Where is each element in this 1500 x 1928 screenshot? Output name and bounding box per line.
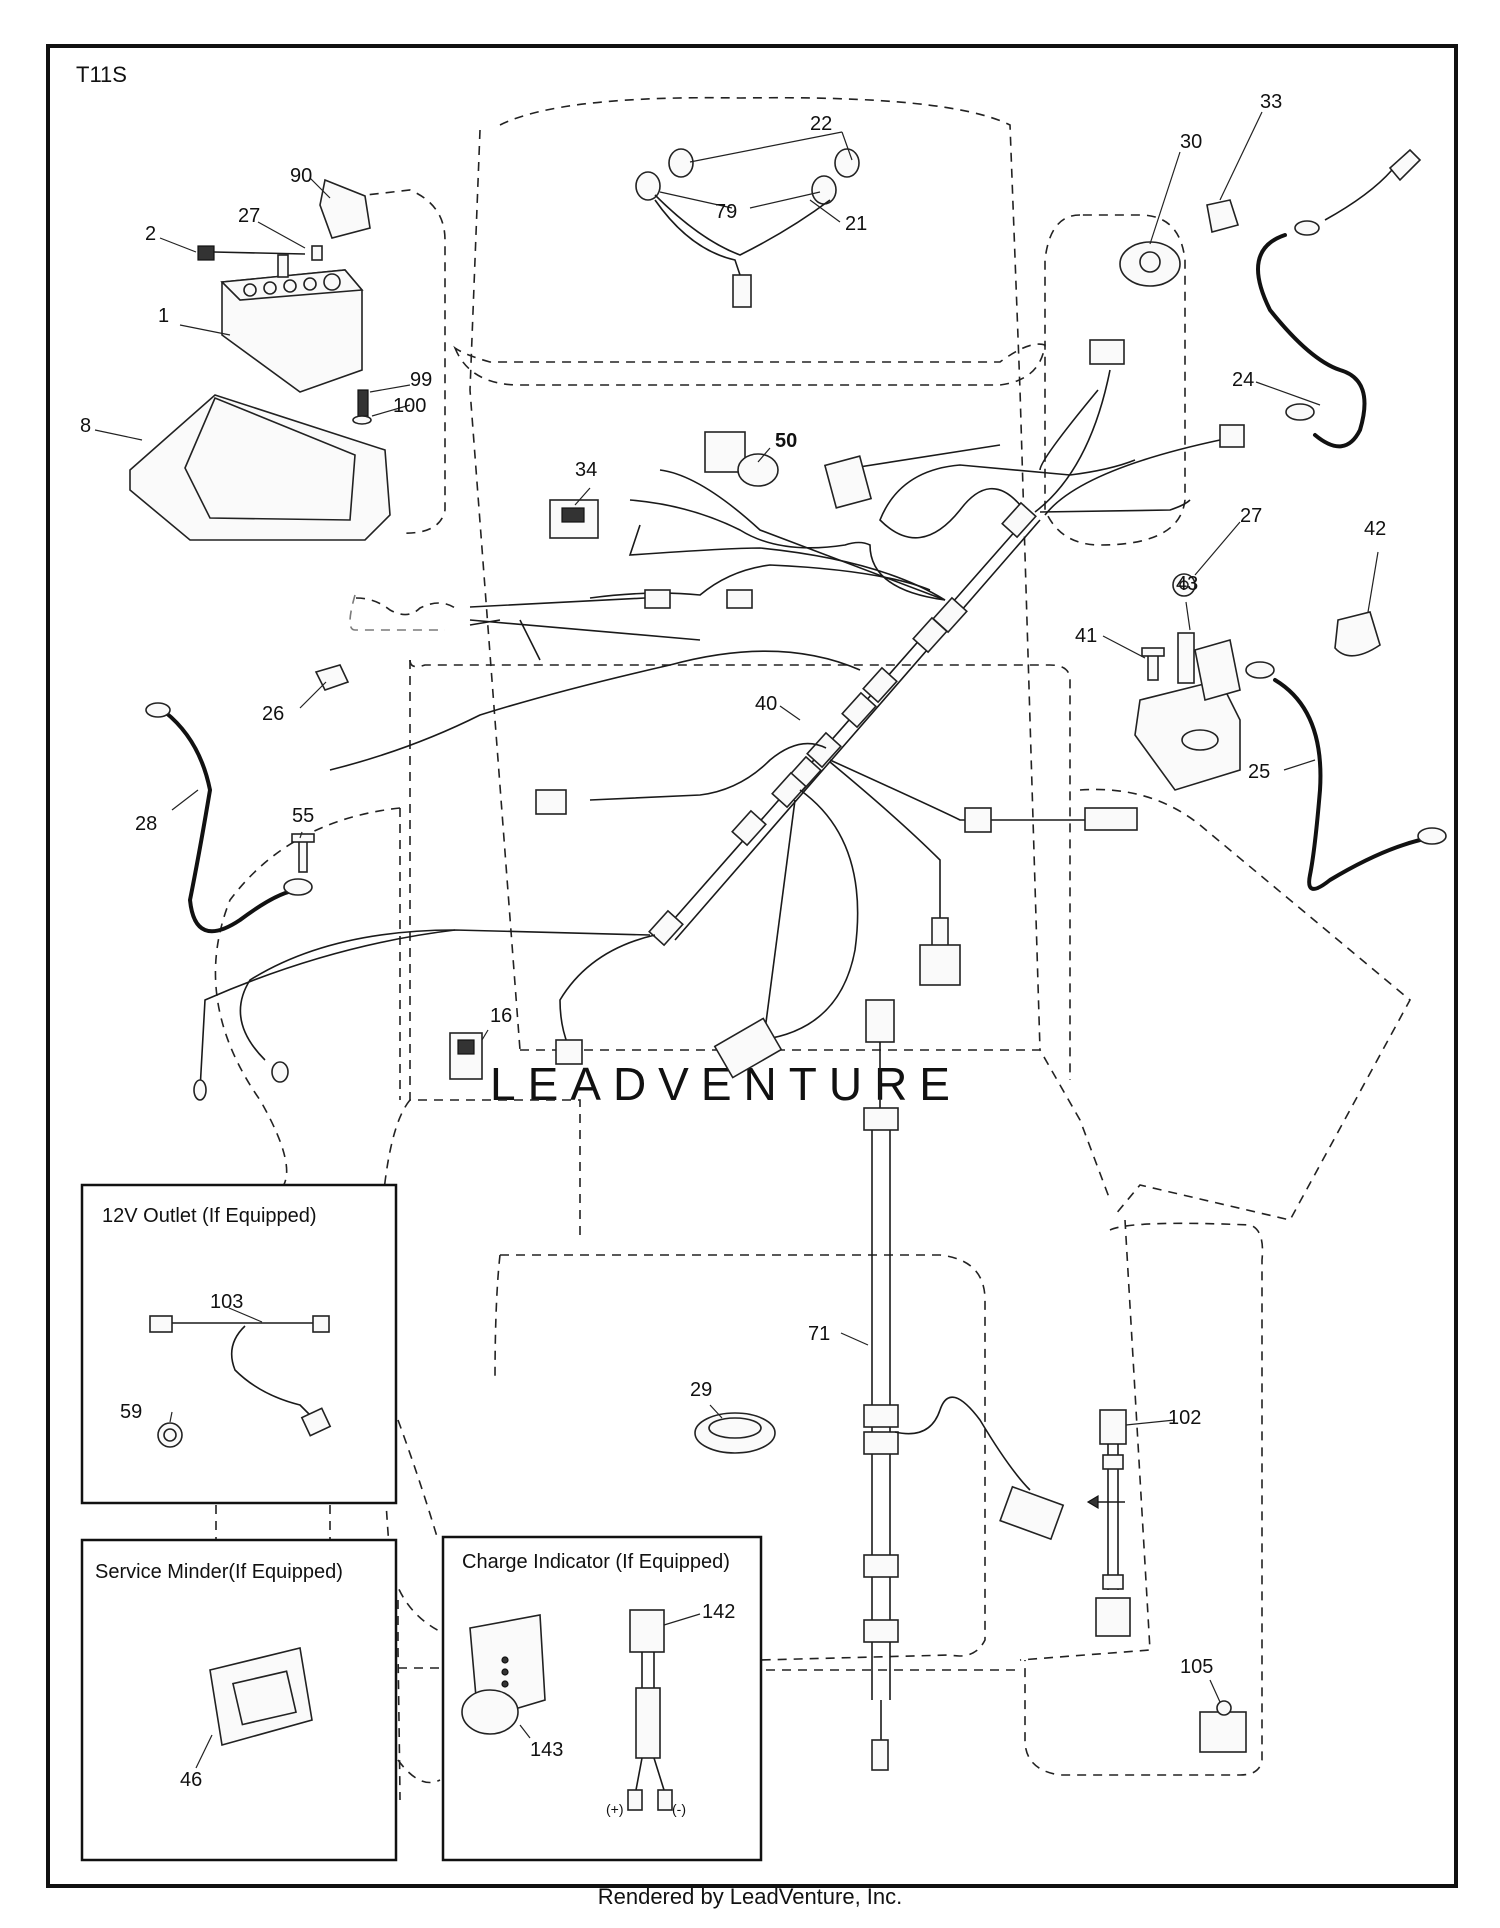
callout: 24	[1232, 369, 1254, 391]
outlet-box-title: 12V Outlet (If Equipped)	[102, 1205, 317, 1227]
callout: 30	[1180, 131, 1202, 153]
callout: 22	[810, 113, 832, 135]
callout: 143	[530, 1739, 563, 1761]
nut-27	[1172, 573, 1196, 597]
callout: 26	[262, 703, 284, 725]
harness-71	[863, 999, 1065, 1771]
battery-cable-25	[1245, 661, 1447, 891]
service-minder-box-title: Service Minder(If Equipped)	[95, 1561, 343, 1583]
lights-assembly	[635, 148, 860, 308]
callout: 55	[292, 805, 314, 827]
callout: 33	[1260, 91, 1282, 113]
interlock-switch-16	[449, 1032, 483, 1080]
fuse-26	[314, 664, 350, 691]
callout: 59	[120, 1401, 142, 1423]
chassis-outlines	[214, 96, 1412, 1801]
callout: 21	[845, 213, 867, 235]
callout: 99	[410, 369, 432, 391]
relay-105	[1199, 1700, 1247, 1753]
watermark: LEADVENTURE	[490, 1058, 962, 1110]
harness-102	[1086, 1409, 1131, 1637]
callout: 34	[575, 459, 597, 481]
callout: 27	[1240, 505, 1262, 527]
callout: 27	[238, 205, 260, 227]
callout: 79	[715, 201, 737, 223]
key	[1206, 199, 1240, 233]
ground-cable-28	[145, 702, 313, 934]
callout: 100	[393, 395, 426, 417]
ground-leads	[193, 1061, 289, 1101]
footer-credit: Rendered by LeadVenture, Inc.	[597, 1884, 903, 1909]
callout: 102	[1168, 1407, 1201, 1429]
callout: 25	[1248, 761, 1270, 783]
ignition-switch	[1119, 241, 1181, 287]
callout: 2	[145, 223, 156, 245]
relay-50	[704, 431, 779, 487]
charge-indicator-box-title: Charge Indicator (If Equipped)	[462, 1551, 730, 1573]
callouts: 1 2 27 90 8 99 100 22 79 21 30 33 24 34 …	[80, 91, 1386, 1791]
callout: 8	[80, 415, 91, 437]
main-harness	[199, 339, 1245, 1091]
battery-assembly	[129, 178, 391, 541]
screw-41	[1141, 647, 1165, 681]
leader-lines	[94, 111, 1379, 1769]
grommet-29	[694, 1412, 776, 1454]
diagram-code: T11S	[76, 62, 127, 87]
callout: 105	[1180, 1656, 1213, 1678]
polarity-plus: (+)	[606, 1801, 624, 1817]
callout: 29	[690, 1379, 712, 1401]
callout: 90	[290, 165, 312, 187]
callout: 40	[755, 693, 777, 715]
charge-indicator-box: Charge Indicator (If Equipped) (+) (-)	[441, 1535, 763, 1862]
callout: 43	[1176, 573, 1198, 595]
callout: 1	[158, 305, 169, 327]
diagram-frame	[46, 44, 1458, 1888]
callout: 28	[135, 813, 157, 835]
callout: 16	[490, 1005, 512, 1027]
callout: 41	[1075, 625, 1097, 647]
service-minder-box: Service Minder(If Equipped)	[80, 1538, 398, 1862]
outlet-box: 12V Outlet (If Equipped)	[80, 1183, 398, 1505]
boot-42	[1334, 611, 1381, 657]
solenoid-43	[1134, 632, 1241, 791]
callout: 103	[210, 1291, 243, 1313]
callout: 50	[775, 430, 797, 452]
battery-cable-24	[1256, 148, 1422, 449]
callout: 71	[808, 1323, 830, 1345]
screw-55	[291, 833, 315, 873]
fuse-holder-34	[549, 499, 599, 539]
polarity-minus: (-)	[672, 1801, 686, 1817]
callout: 42	[1364, 518, 1386, 540]
callout: 142	[702, 1601, 735, 1623]
callout: 46	[180, 1769, 202, 1791]
